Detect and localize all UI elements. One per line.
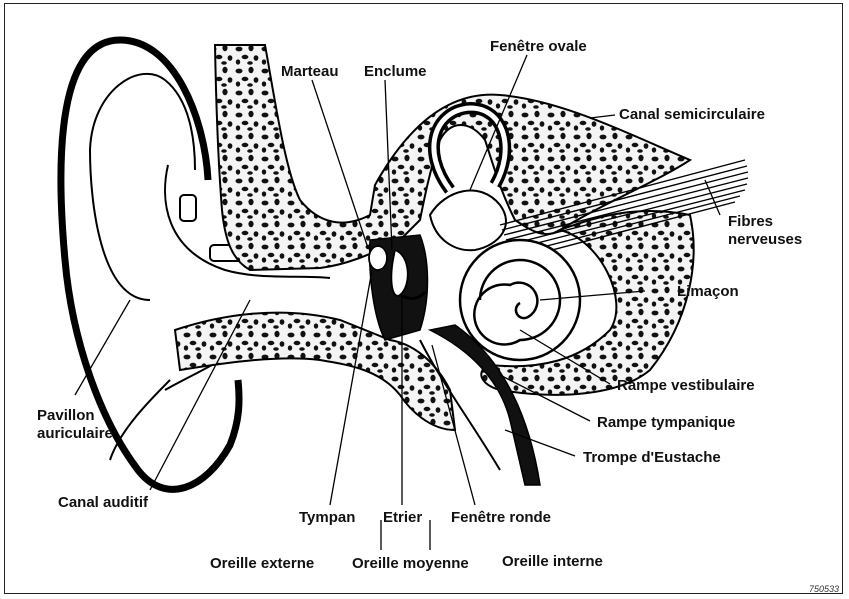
- label-fenetre-ronde: Fenêtre ronde: [451, 509, 551, 527]
- label-pavillon-auriculaire: Pavillon auriculaire: [37, 407, 113, 443]
- section-oreille-externe: Oreille externe: [210, 555, 314, 573]
- cochlea-shape: [460, 240, 580, 360]
- label-fibres-nerveuses: Fibres nerveuses: [728, 213, 802, 249]
- section-oreille-interne: Oreille interne: [502, 553, 603, 571]
- label-canal-semicirculaire: Canal semicirculaire: [619, 106, 765, 124]
- section-oreille-moyenne: Oreille moyenne: [352, 555, 469, 573]
- label-trompe-eustache: Trompe d'Eustache: [583, 449, 721, 467]
- label-limacon: Limaçon: [677, 283, 739, 301]
- label-marteau: Marteau: [281, 63, 339, 81]
- label-rampe-vestibulaire: Rampe vestibulaire: [617, 377, 755, 395]
- label-tympan: Tympan: [299, 509, 355, 527]
- label-enclume: Enclume: [364, 63, 427, 81]
- label-rampe-tympanique: Rampe tympanique: [597, 414, 735, 432]
- label-fenetre-ovale: Fenêtre ovale: [490, 38, 587, 56]
- label-canal-auditif: Canal auditif: [58, 494, 148, 512]
- reference-number: 750533: [809, 584, 839, 594]
- label-etrier: Etrier: [383, 509, 422, 527]
- vestibule-shape: [430, 191, 506, 251]
